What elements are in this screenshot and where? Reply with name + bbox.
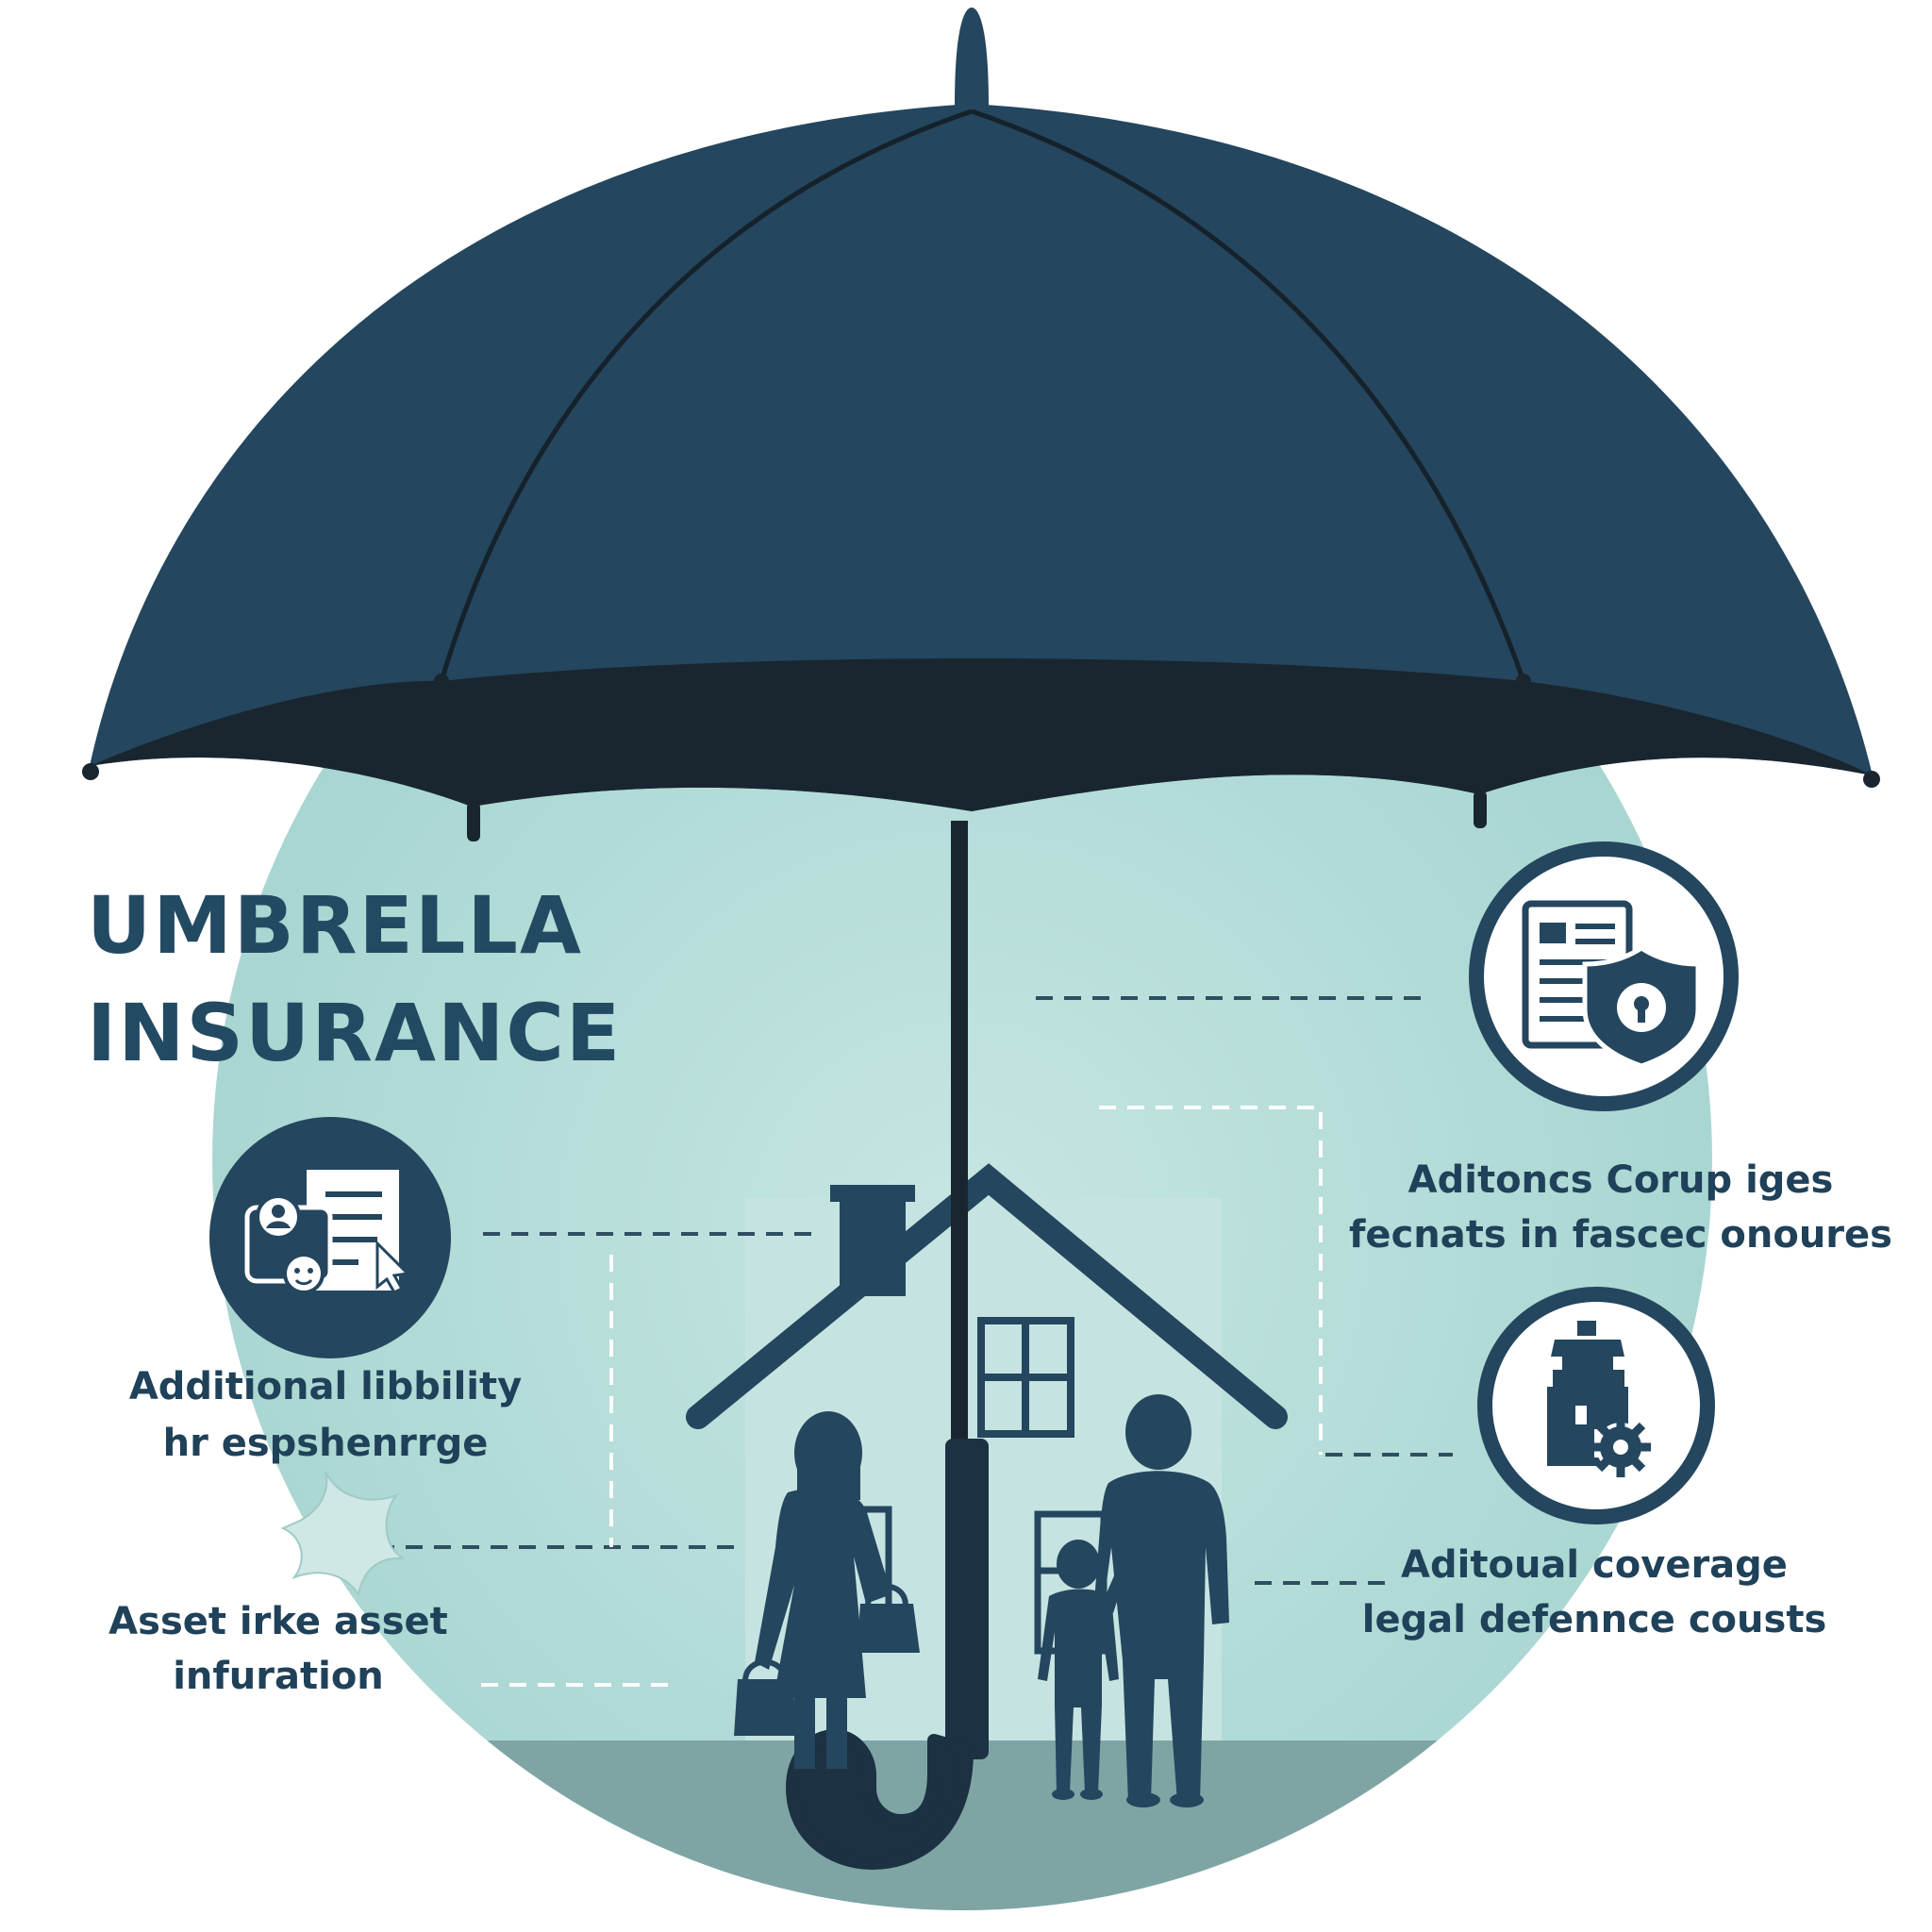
additional-coverage-label: Aditoncs Corup iges fecnats in fascec on… [1328,1153,1913,1262]
umbrella-underside [90,658,1873,811]
title-line-1: UMBRELLA [87,879,583,972]
label-line: Additional libbility [128,1365,523,1408]
document-with-security-shield-icon [1469,841,1739,1111]
child-figure-icon [1038,1540,1130,1800]
page-title: UMBRELLA INSURANCE [87,872,622,1087]
legal-defence-label: Aditoual coverage legal defennce cousts [1330,1538,1858,1647]
label-line: fecnats in fascec onoures [1349,1213,1892,1257]
splash-shape [280,1471,405,1597]
additional-liability-label: Additional libbility hr espshenrrge [104,1358,547,1472]
label-line: legal defennce cousts [1361,1598,1827,1641]
building-with-gear-icon [1477,1287,1715,1524]
label-line: infuration [173,1655,384,1698]
documents-with-people-and-cursor-icon [209,1117,451,1358]
woman-figure-icon [734,1411,920,1769]
label-line: Aditoual coverage [1401,1543,1788,1587]
connector-lines [377,996,1453,1687]
label-line: Aditoncs Corup iges [1407,1158,1834,1202]
label-line: hr espshenrrge [162,1422,489,1465]
umbrella-shaft [951,821,968,1462]
house-icon [686,1163,1288,1655]
asset-protection-label: Asset irke asset infuration [66,1594,491,1704]
umbrella-tip [955,8,989,106]
label-line: Asset irke asset [108,1600,448,1643]
title-line-2: INSURANCE [87,987,623,1079]
umbrella-canopy [90,104,1873,811]
house-window-upper [977,1317,1074,1438]
man-figure-icon [1094,1394,1229,1807]
gear-icon [1591,1417,1651,1477]
